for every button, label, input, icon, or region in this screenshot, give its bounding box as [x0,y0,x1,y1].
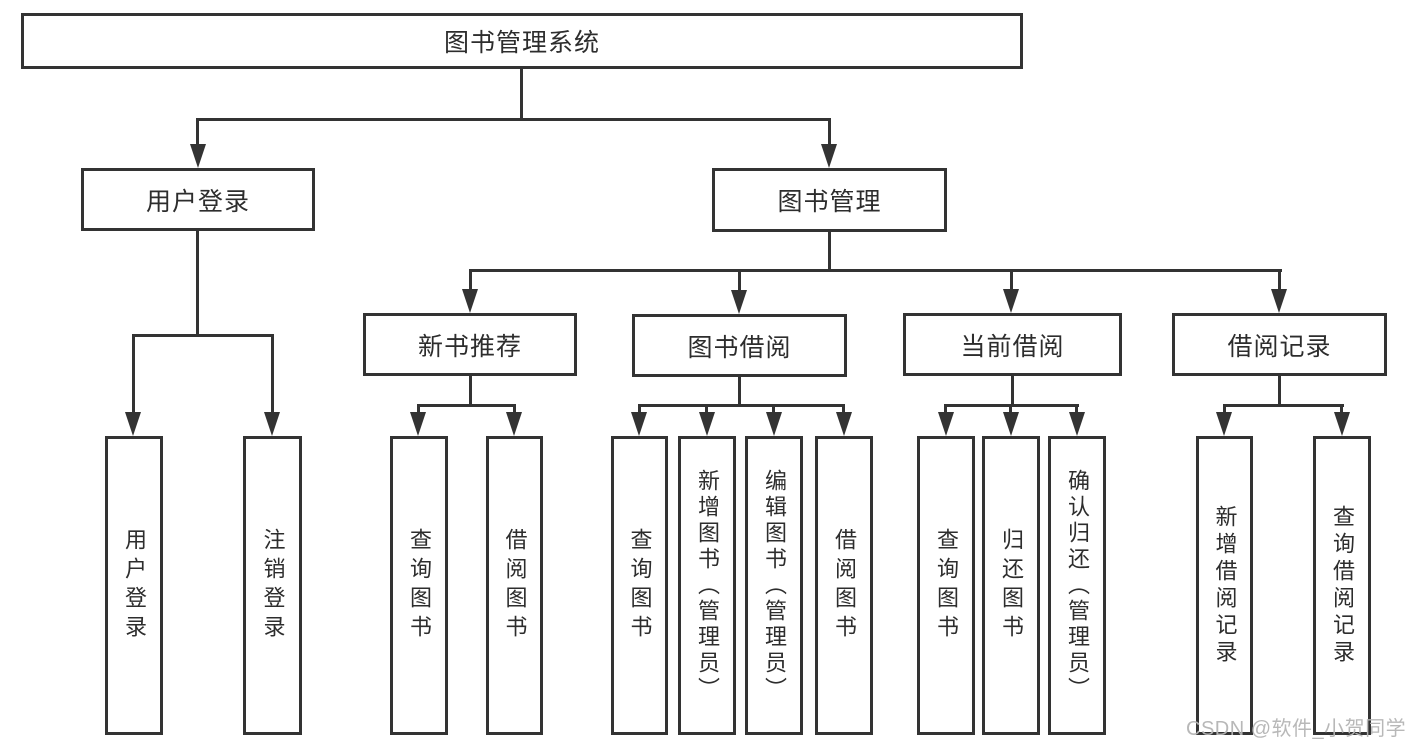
leaf-borrow-book: 借阅图书 [815,436,873,735]
arrowhead-down-icon [190,144,206,168]
connector-line [520,69,523,120]
node-root: 图书管理系统 [21,13,1023,69]
connector-line [705,404,708,416]
connector-line [1278,269,1281,291]
connector-line [196,118,831,121]
arrowhead-down-icon [699,412,715,436]
leaf-user-login: 用户登录 [105,436,163,735]
connector-line [738,269,741,291]
arrowhead-down-icon [836,412,852,436]
connector-line [1278,376,1281,407]
connector-line [638,404,641,416]
leaf-logout: 注销登录 [243,436,302,735]
connector-line [1340,404,1343,416]
arrowhead-down-icon [125,412,141,436]
connector-line [1011,376,1014,407]
leaf-query-borrow-record: 查询借阅记录 [1313,436,1371,735]
connector-line [417,404,516,407]
arrowhead-down-icon [410,412,426,436]
arrowhead-down-icon [938,412,954,436]
arrowhead-down-icon [1271,289,1287,313]
connector-line [513,404,516,416]
connector-line [196,231,199,337]
arrowhead-down-icon [766,412,782,436]
connector-line [132,334,135,414]
arrowhead-down-icon [1334,412,1350,436]
leaf-query-book-recommend: 查询图书 [390,436,448,735]
connector-line [1075,404,1078,416]
node-book-management: 图书管理 [712,168,947,232]
connector-line [738,377,741,406]
arrowhead-down-icon [1216,412,1232,436]
node-user-login: 用户登录 [81,168,315,231]
connector-line [469,376,472,407]
connector-line [417,404,420,416]
arrowhead-down-icon [1003,412,1019,436]
connector-line [944,404,947,416]
connector-line [469,269,472,291]
arrowhead-down-icon [506,412,522,436]
arrowhead-down-icon [1069,412,1085,436]
connector-line [196,118,199,148]
arrowhead-down-icon [631,412,647,436]
arrowhead-down-icon [462,289,478,313]
connector-line [828,118,831,148]
leaf-add-book-admin: 新增图书（管理员） [678,436,736,735]
leaf-edit-book-admin: 编辑图书（管理员） [745,436,803,735]
leaf-query-book-current: 查询图书 [917,436,975,735]
connector-line [1223,404,1226,416]
arrowhead-down-icon [731,290,747,314]
arrowhead-down-icon [264,412,280,436]
connector-line [638,404,845,407]
connector-line [772,404,775,416]
connector-line [1223,404,1344,407]
leaf-add-borrow-record: 新增借阅记录 [1196,436,1253,735]
arrowhead-down-icon [1003,289,1019,313]
csdn-watermark: CSDN @软件_小贺同学 [1186,718,1405,740]
node-book-borrow: 图书借阅 [632,314,847,377]
connector-line [271,334,274,414]
connector-line [1010,269,1013,291]
connector-line [469,269,1282,272]
node-borrow-record: 借阅记录 [1172,313,1387,376]
node-new-book-recommend: 新书推荐 [363,313,577,376]
leaf-return-book: 归还图书 [982,436,1040,735]
leaf-confirm-return-admin: 确认归还（管理员） [1048,436,1106,735]
arrowhead-down-icon [821,144,837,168]
leaf-borrow-book-recommend: 借阅图书 [486,436,543,735]
leaf-query-book-borrow: 查询图书 [611,436,668,735]
connector-line [842,404,845,416]
node-current-borrow: 当前借阅 [903,313,1122,376]
connector-line [132,334,274,337]
connector-line [1009,404,1012,416]
connector-line [828,232,831,272]
